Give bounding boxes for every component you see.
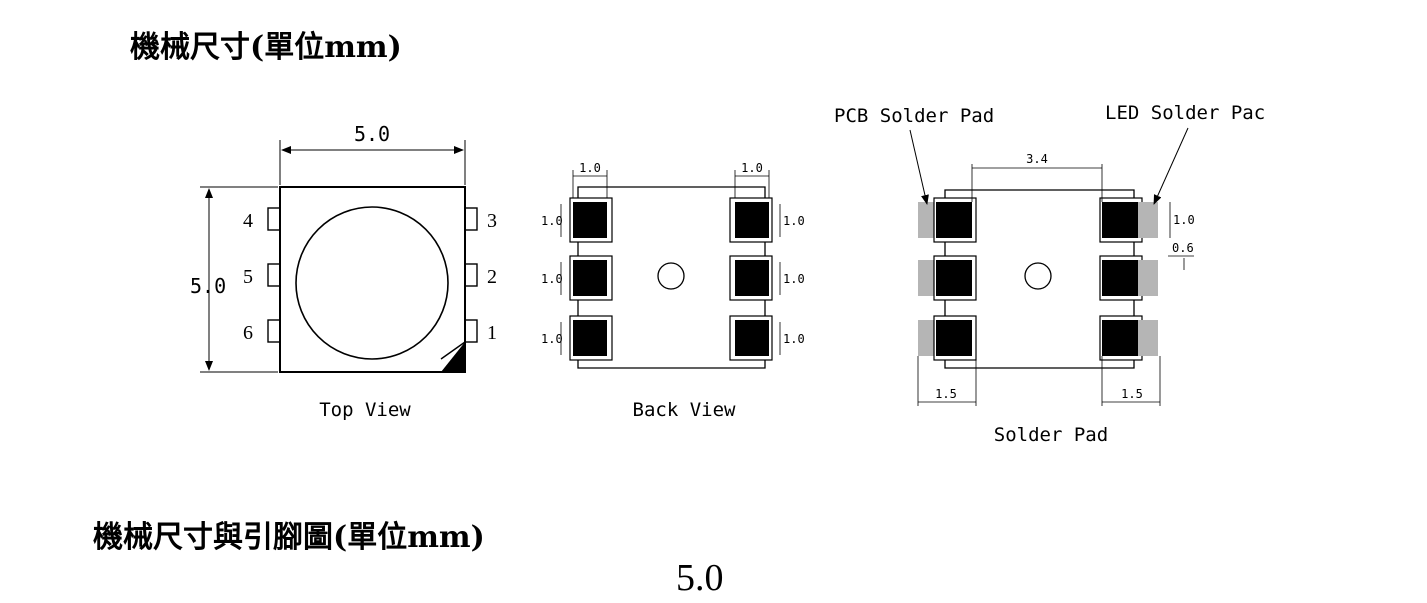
top-view: 4 5 6 3 2 1 5.0 5.0 Top View <box>190 122 497 421</box>
lens-circle <box>295 206 449 360</box>
pin-2 <box>464 263 478 287</box>
pin1-notch <box>440 341 466 360</box>
back-view: 1.0 1.0 1.0 1.0 1.0 1.0 1.0 1.0 Back Vie… <box>541 161 805 421</box>
pin-label-2: 2 <box>487 266 497 288</box>
led-pad-right-3 <box>1102 320 1138 356</box>
outer-left-label: 1.5 <box>935 387 957 401</box>
pin-label-5: 5 <box>243 266 253 288</box>
pin-5 <box>267 263 281 287</box>
pin-label-4: 4 <box>243 210 253 232</box>
back-view-center-mark <box>657 262 685 290</box>
back-pad-height-2: 1.0 <box>783 272 805 286</box>
solder-center-mark <box>1024 262 1052 290</box>
back-pad-height-5: 1.0 <box>541 272 563 286</box>
pad-gap-label: 0.6 <box>1172 241 1194 255</box>
led-pad-left-2 <box>936 260 972 296</box>
pin-4 <box>267 207 281 231</box>
pcb-pad-left-3 <box>918 320 938 356</box>
back-view-caption: Back View <box>633 399 737 421</box>
section-title-bottom: 機械尺寸與引腳圖(單位mm) <box>93 520 485 555</box>
pad-size-label: 1.0 <box>1173 213 1195 227</box>
solder-pad-caption: Solder Pad <box>994 424 1108 446</box>
back-pad-6 <box>573 320 607 356</box>
top-view-caption: Top View <box>319 399 411 421</box>
pin-label-6: 6 <box>243 322 253 344</box>
back-pad-1 <box>735 320 769 356</box>
width-dimension-label: 5.0 <box>354 122 390 146</box>
pcb-solder-pad-label: PCB Solder Pad <box>834 105 994 127</box>
led-pad-right-2 <box>1102 260 1138 296</box>
back-pad-height-4: 1.0 <box>541 214 563 228</box>
section-title-top: 機械尺寸(單位mm) <box>130 30 402 65</box>
led-leader-line <box>1153 127 1189 205</box>
pin1-marker <box>441 342 465 372</box>
back-pad-width-left: 1.0 <box>579 161 601 175</box>
solder-pad-view: 3.4 1.0 0.6 1.5 1.5 PCB Solder Pad LED S… <box>834 102 1265 446</box>
solder-pad-outline <box>944 189 1135 369</box>
pcb-pad-left-2 <box>918 260 938 296</box>
outer-right-label: 1.5 <box>1121 387 1143 401</box>
pin-6 <box>267 319 281 343</box>
back-pad-height-3: 1.0 <box>783 214 805 228</box>
top-view-body <box>279 186 466 373</box>
led-pad-left-1 <box>936 202 972 238</box>
pin-label-3: 3 <box>487 210 497 232</box>
pad-span-label: 3.4 <box>1026 152 1048 166</box>
back-pad-5 <box>573 260 607 296</box>
back-pad-2 <box>735 260 769 296</box>
pin-1 <box>464 319 478 343</box>
led-pad-right-1 <box>1102 202 1138 238</box>
back-pad-3 <box>735 202 769 238</box>
back-pad-height-1: 1.0 <box>783 332 805 346</box>
pin-label-1: 1 <box>487 322 497 344</box>
led-solder-pad-label: LED Solder Pac <box>1105 102 1265 124</box>
height-dimension-label: 5.0 <box>190 274 226 298</box>
pcb-leader-line <box>909 129 929 205</box>
pin-3 <box>464 207 478 231</box>
back-pad-height-6: 1.0 <box>541 332 563 346</box>
back-pad-width-right: 1.0 <box>741 161 763 175</box>
bottom-dimension-label: 5.0 <box>676 557 724 599</box>
pcb-pad-left-1 <box>918 202 938 238</box>
led-pad-left-3 <box>936 320 972 356</box>
back-pad-4 <box>573 202 607 238</box>
